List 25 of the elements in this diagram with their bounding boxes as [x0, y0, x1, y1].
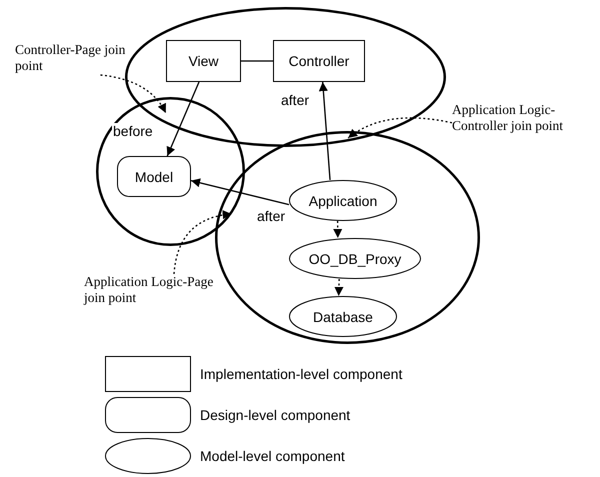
- component-rounded-box: Model: [117, 156, 191, 197]
- arrow: [100, 74, 166, 114]
- component-box: Controller: [273, 40, 365, 82]
- arrow: [333, 221, 342, 238]
- connector-line: [241, 60, 273, 62]
- legend-text: Model-level component: [200, 448, 345, 464]
- component-ellipse: Application: [289, 180, 397, 221]
- edge-label: after: [280, 92, 310, 108]
- join-point-note: Application Logic-Page join point: [84, 274, 234, 308]
- arrow: [318, 82, 331, 180]
- component-ellipse: OO_DB_Proxy: [289, 238, 421, 279]
- edge-label: before: [112, 123, 154, 139]
- component-box: View: [166, 40, 241, 82]
- boundary-ellipse: [215, 131, 480, 344]
- arrow: [190, 178, 290, 206]
- arrow: [348, 117, 452, 139]
- edge-label: after: [256, 208, 286, 224]
- arrow: [166, 82, 200, 156]
- legend-text: Implementation-level component: [200, 366, 402, 382]
- component-ellipse: Database: [289, 296, 397, 337]
- arrow: [173, 210, 232, 274]
- join-point-note: Controller-Page join point: [15, 42, 155, 76]
- legend-text: Design-level component: [200, 407, 350, 423]
- join-point-note: Application Logic-Controller join point: [452, 102, 600, 154]
- arrow: [334, 278, 344, 296]
